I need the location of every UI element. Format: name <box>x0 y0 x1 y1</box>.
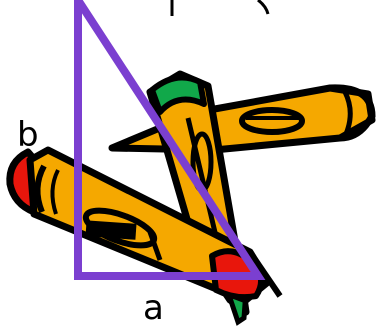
top-edge-curve <box>257 0 270 15</box>
side-label-b: b <box>17 115 39 155</box>
right-triangle-icon <box>74 0 266 280</box>
block-shape <box>85 220 137 240</box>
side-label-a: a <box>143 288 164 328</box>
pencil-lower-icon <box>6 146 283 304</box>
